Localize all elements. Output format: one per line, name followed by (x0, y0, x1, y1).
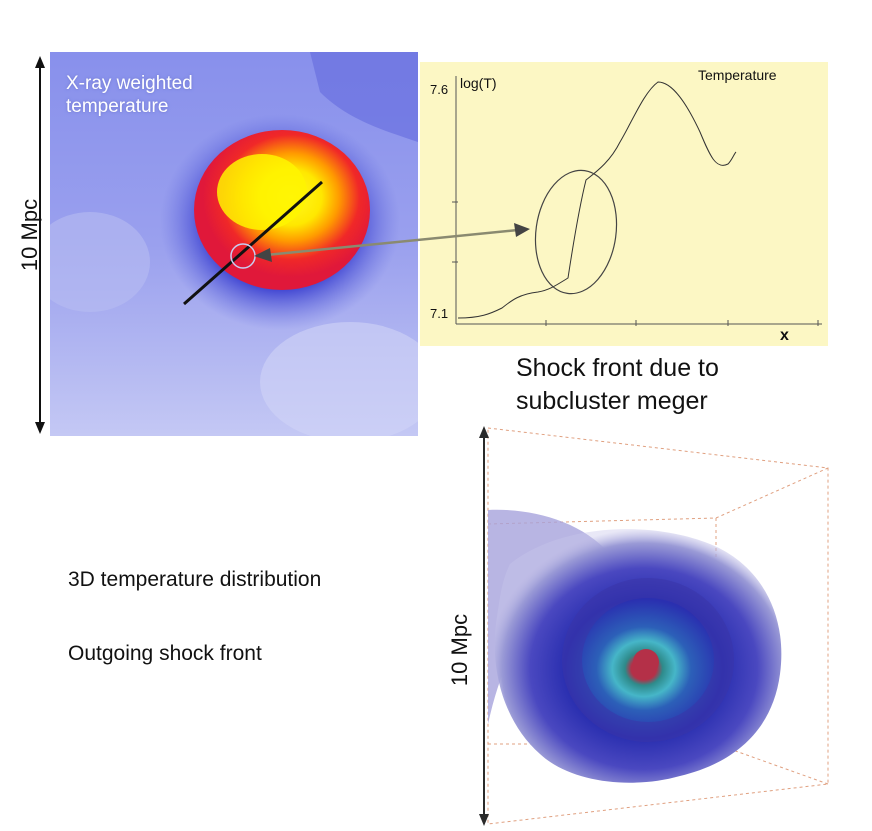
outgoing-shock-caption: Outgoing shock front (68, 642, 262, 665)
profile-cut-line (183, 180, 323, 306)
map-title: X-ray weighted temperature (66, 73, 193, 117)
y-tick-label-bottom: 7.1 (430, 306, 448, 321)
temperature-profile-plot: 7.6 7.1 log(T) Temperature x (430, 67, 822, 344)
scale-arrow-left (35, 56, 45, 434)
distribution-caption: 3D temperature distribution (68, 568, 322, 591)
shock-connector-arrow (254, 223, 530, 262)
scale-label-right: 10 Mpc (447, 613, 472, 687)
xray-temperature-map (50, 52, 418, 436)
temperature-profile-panel (420, 62, 828, 346)
series-label: Temperature (698, 67, 777, 83)
y-tick-label-top: 7.6 (430, 82, 448, 97)
volume-render-3d (479, 426, 829, 826)
shock-highlight-ellipse (534, 169, 618, 295)
temperature-curve (457, 81, 737, 319)
x-axis-label: x (780, 327, 789, 344)
cluster-core (633, 649, 659, 675)
shock-front-caption: Shock front due to subcluster meger (516, 354, 719, 415)
scale-label-left: 10 Mpc (17, 198, 42, 272)
y-axis-label: log(T) (460, 75, 497, 91)
